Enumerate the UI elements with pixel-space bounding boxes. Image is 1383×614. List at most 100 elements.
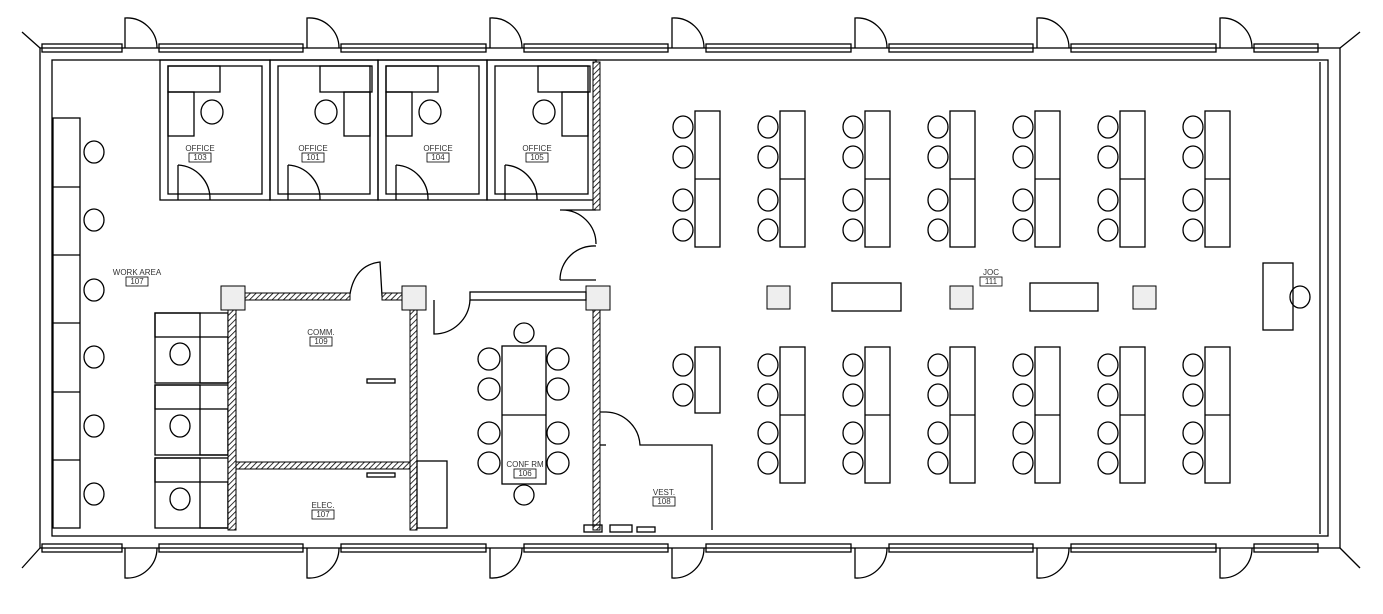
chair xyxy=(1182,451,1204,475)
chair xyxy=(842,353,864,377)
room-name: WORK AREA xyxy=(113,268,162,277)
podium xyxy=(1262,262,1294,331)
desk xyxy=(561,91,589,137)
chair xyxy=(757,353,779,377)
office-wall xyxy=(385,65,480,195)
table xyxy=(1029,282,1099,312)
hatched-wall xyxy=(409,299,418,531)
room-number: 111 xyxy=(985,277,998,286)
hatched-wall xyxy=(381,292,405,301)
chair xyxy=(477,377,501,401)
chair xyxy=(1012,188,1034,212)
chair xyxy=(83,345,105,369)
desk xyxy=(199,408,229,456)
desk xyxy=(199,336,229,384)
exterior-door xyxy=(854,547,888,579)
chair xyxy=(1097,115,1119,139)
chair xyxy=(1182,115,1204,139)
corner-line xyxy=(1339,31,1361,49)
chair xyxy=(927,115,949,139)
chair xyxy=(1012,218,1034,242)
window xyxy=(158,43,304,53)
window xyxy=(41,543,123,553)
fixture xyxy=(609,524,633,533)
chair xyxy=(842,421,864,445)
door-swing xyxy=(559,245,597,281)
chair xyxy=(1097,353,1119,377)
chair xyxy=(546,421,570,445)
chair xyxy=(1289,285,1311,309)
chair xyxy=(1012,145,1034,169)
door-swing xyxy=(433,299,471,335)
chair xyxy=(1182,421,1204,445)
office-wall xyxy=(167,65,263,195)
chair xyxy=(546,451,570,475)
cubicle xyxy=(154,384,229,456)
window xyxy=(41,43,123,53)
room-number: 104 xyxy=(431,153,445,162)
exterior-wall-inner xyxy=(51,59,1329,537)
chair xyxy=(546,347,570,371)
chair xyxy=(927,353,949,377)
vent xyxy=(366,378,396,384)
chair xyxy=(1182,145,1204,169)
window xyxy=(705,43,852,53)
room-name: VEST. xyxy=(653,488,675,497)
desk xyxy=(694,346,721,414)
room-number: 107 xyxy=(316,510,330,519)
chair xyxy=(513,484,535,506)
chair xyxy=(1097,421,1119,445)
office-door xyxy=(395,164,429,201)
hatched-wall xyxy=(592,309,601,531)
window xyxy=(340,543,487,553)
window xyxy=(888,43,1034,53)
room-number: 101 xyxy=(306,153,320,162)
chair xyxy=(169,414,191,438)
hatched-wall xyxy=(592,61,601,211)
door-swing xyxy=(349,261,383,297)
room-number: 105 xyxy=(530,153,544,162)
desk xyxy=(167,65,221,93)
chair xyxy=(927,383,949,407)
chair xyxy=(1012,353,1034,377)
column xyxy=(401,285,427,311)
chair xyxy=(927,451,949,475)
chair xyxy=(1012,421,1034,445)
table xyxy=(831,282,902,312)
room-label-elec: ELEC.107 xyxy=(311,501,335,520)
chair xyxy=(672,115,694,139)
office-wall xyxy=(486,59,597,201)
window xyxy=(1070,543,1217,553)
chair xyxy=(842,218,864,242)
corner-line xyxy=(21,31,41,49)
chair xyxy=(1097,188,1119,212)
hatched-wall xyxy=(235,461,411,470)
office-door xyxy=(504,164,538,201)
exterior-door xyxy=(1219,547,1253,579)
exterior-wall-outer xyxy=(39,47,1341,549)
office-door xyxy=(287,164,321,201)
chair xyxy=(83,140,105,164)
chair xyxy=(757,145,779,169)
room-name: COMM. xyxy=(307,328,335,337)
desk xyxy=(319,65,373,93)
chair xyxy=(314,99,338,125)
chair xyxy=(672,218,694,242)
chair xyxy=(532,99,556,125)
room-number: 108 xyxy=(657,497,671,506)
chair xyxy=(1097,218,1119,242)
desk xyxy=(385,91,413,137)
window xyxy=(888,543,1034,553)
chair xyxy=(1012,383,1034,407)
desk xyxy=(199,481,229,529)
window xyxy=(158,543,304,553)
vent xyxy=(366,472,396,478)
chair xyxy=(757,383,779,407)
room-name: OFFICE xyxy=(423,144,452,153)
fixture xyxy=(636,526,656,533)
